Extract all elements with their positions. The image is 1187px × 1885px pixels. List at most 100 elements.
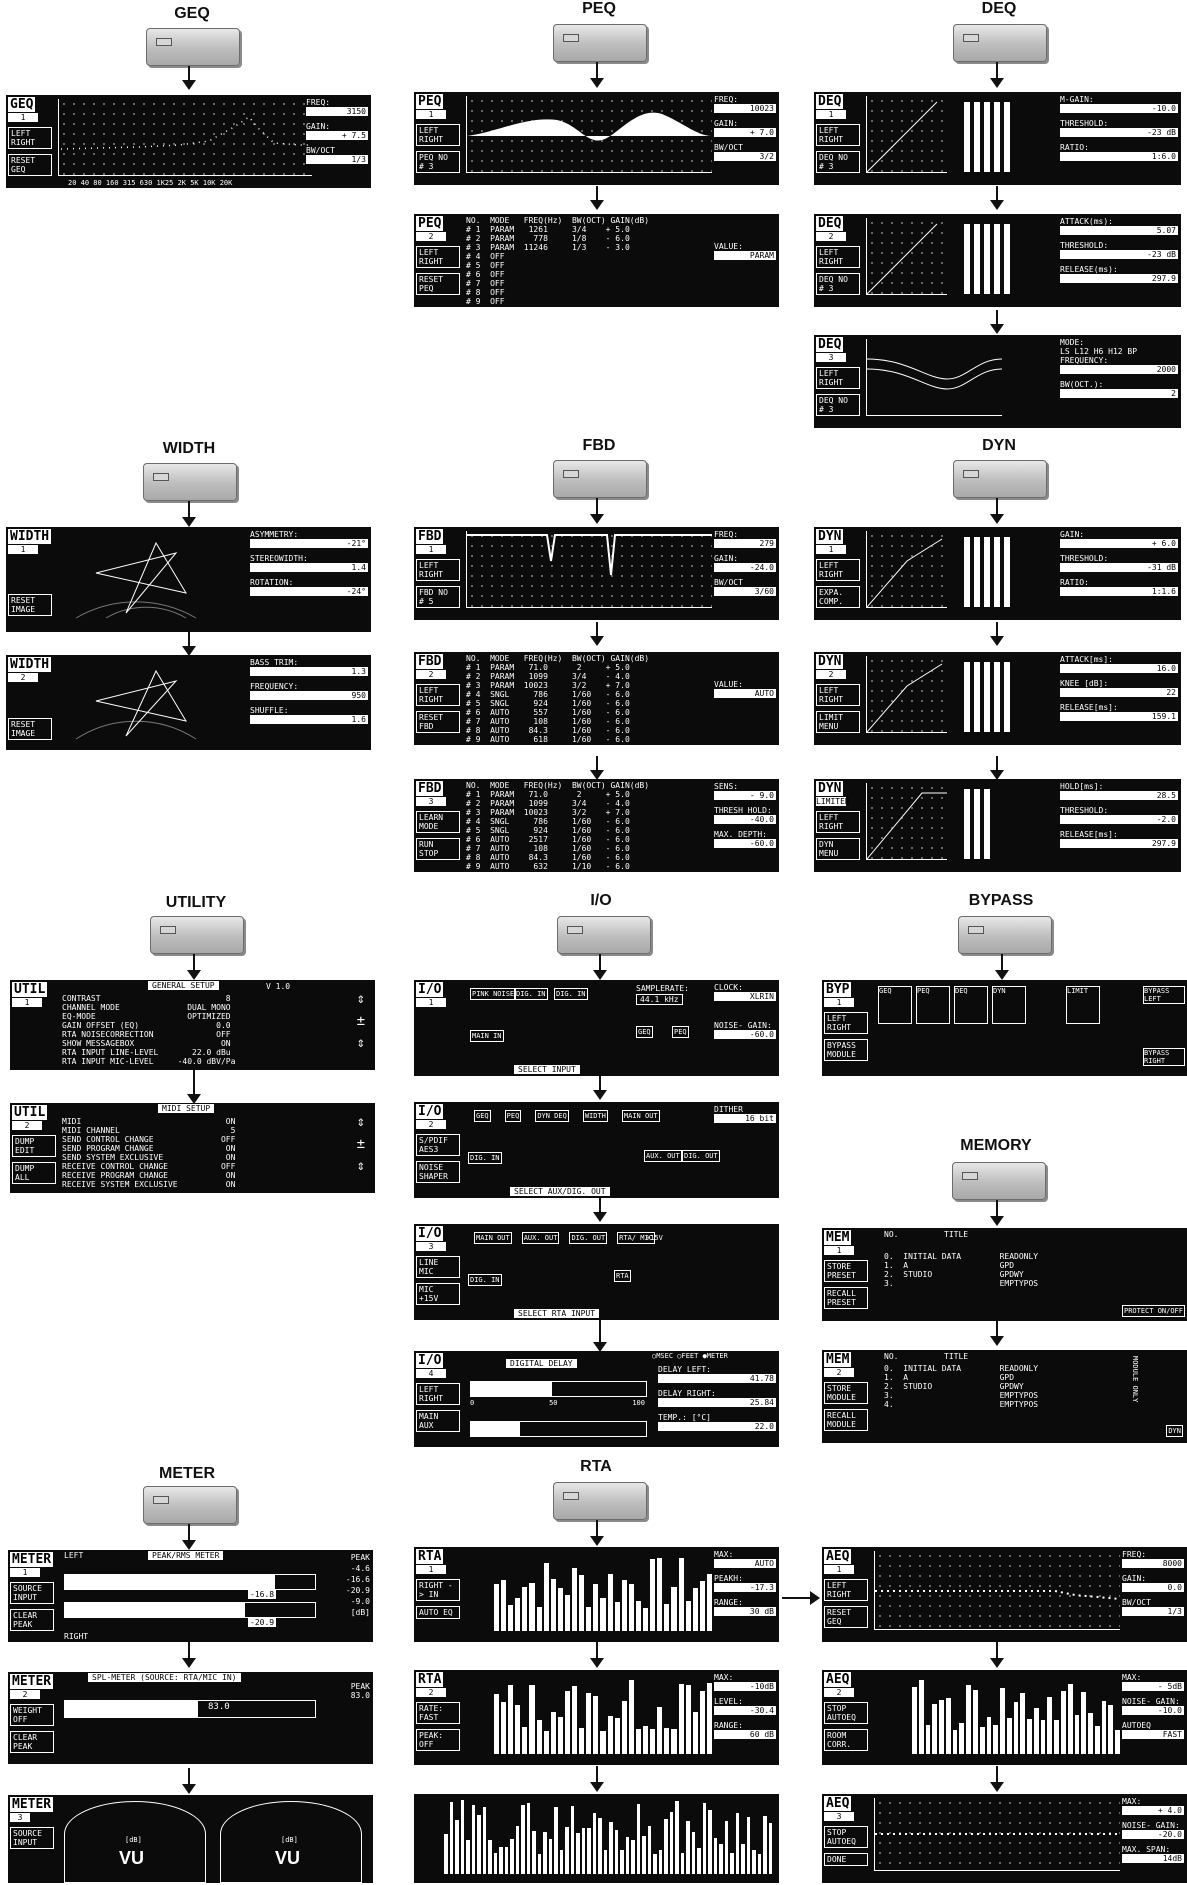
peq-module-button[interactable]	[553, 24, 647, 62]
reset-geq-key[interactable]: RESET GEQ	[8, 154, 52, 176]
dyn-module-tile[interactable]: DYN	[1166, 1425, 1183, 1437]
peq-bypass-tile[interactable]: PEQ	[916, 986, 950, 1024]
bw-value: 3/60	[714, 587, 776, 596]
dig-in-block[interactable]: DIG. IN	[468, 1274, 502, 1286]
nav-arrows-icon[interactable]: ⇕±⇕	[356, 1114, 365, 1174]
clear-peak-key[interactable]: CLEAR PEAK	[10, 1609, 54, 1631]
pink-noise-block[interactable]: PINK NOISE	[470, 988, 517, 1000]
width-module-button[interactable]	[143, 463, 237, 501]
memory-module-button[interactable]	[952, 1162, 1046, 1200]
left-right-key[interactable]: LEFT RIGHT	[416, 684, 460, 706]
unit-selector[interactable]: ○MSEC ○FEET ●METER	[652, 1352, 728, 1360]
reset-image-key[interactable]: RESET IMAGE	[8, 594, 52, 616]
left-right-key[interactable]: LEFT RIGHT	[816, 559, 860, 581]
recall-module-key[interactable]: RECALL MODULE	[824, 1409, 868, 1431]
deq-no-key[interactable]: DEQ NO # 3	[816, 394, 860, 416]
noise-shaper-key[interactable]: NOISE SHAPER	[416, 1161, 460, 1183]
recall-preset-key[interactable]: RECALL PRESET	[824, 1287, 868, 1309]
rate-key[interactable]: RATE: FAST	[416, 1702, 460, 1724]
peak-key[interactable]: PEAK: OFF	[416, 1729, 460, 1751]
main-out-block[interactable]: MAIN OUT	[474, 1232, 512, 1244]
right-in-key[interactable]: RIGHT -> IN	[416, 1579, 460, 1601]
left-right-key[interactable]: LEFT RIGHT	[416, 1383, 460, 1405]
limit-bypass-tile[interactable]: LIMIT	[1066, 986, 1100, 1024]
store-module-key[interactable]: STORE MODULE	[824, 1382, 868, 1404]
left-right-key[interactable]: LEFT RIGHT	[816, 124, 860, 146]
reset-image-key[interactable]: RESET IMAGE	[8, 718, 52, 740]
mic-15v-key[interactable]: MIC +15V	[416, 1283, 460, 1305]
dump-all-key[interactable]: DUMP ALL	[12, 1162, 56, 1184]
left-right-key[interactable]: LEFT RIGHT	[824, 1012, 868, 1034]
meter-module-button[interactable]	[143, 1486, 237, 1524]
rta-mic-block[interactable]: RTA/ MIC	[617, 1232, 655, 1244]
rta-module-button[interactable]	[553, 1482, 647, 1520]
dig-in-block[interactable]: DIG. IN	[554, 988, 588, 1000]
fbd-module-button[interactable]	[553, 460, 647, 498]
mode-options[interactable]: LS L12 H6 H12 BP	[1060, 347, 1138, 356]
dump-edit-key[interactable]: DUMP EDIT	[12, 1135, 56, 1157]
left-right-key[interactable]: LEFT RIGHT	[816, 367, 860, 389]
weight-off-key[interactable]: WEIGHT OFF	[10, 1704, 54, 1726]
line-mic-key[interactable]: LINE MIC	[416, 1256, 460, 1278]
bypass-left-key[interactable]: BYPASS LEFT	[1143, 986, 1185, 1004]
source-input-key[interactable]: SOURCE INPUT	[10, 1582, 54, 1604]
bypass-module-button[interactable]	[958, 916, 1052, 954]
main-in-block[interactable]: MAIN IN	[470, 1030, 504, 1042]
geq-bypass-tile[interactable]: GEQ	[878, 986, 912, 1024]
deq-no-key[interactable]: DEQ NO # 3	[816, 151, 860, 173]
aux-out-block[interactable]: AUX. OUT	[644, 1150, 682, 1162]
limit-menu-key[interactable]: LIMIT MENU	[816, 711, 860, 733]
spdif-aes3-key[interactable]: S/PDIF AES3	[416, 1134, 460, 1156]
dig-in-block[interactable]: DIG. IN	[468, 1152, 502, 1164]
left-right-key[interactable]: LEFT RIGHT	[824, 1579, 868, 1601]
peq-no-key[interactable]: PEQ NO # 3	[416, 151, 460, 173]
section-title-dyn: DYN	[982, 437, 1016, 454]
stop-autoeq-key[interactable]: STOP AUTOEQ	[824, 1702, 868, 1724]
main-aux-key[interactable]: MAIN AUX	[416, 1410, 460, 1432]
fbd-no-key[interactable]: FBD NO # 5	[416, 586, 460, 608]
reset-fbd-key[interactable]: RESET FBD	[416, 711, 460, 733]
reset-geq-key[interactable]: RESET GEQ	[824, 1606, 868, 1628]
done-key[interactable]: DONE	[824, 1853, 868, 1866]
geq-module-button[interactable]	[146, 28, 240, 66]
expa-comp-key[interactable]: EXPA. COMP.	[816, 586, 860, 608]
dyn-menu-key[interactable]: DYN MENU	[816, 838, 860, 860]
dyn-bypass-tile[interactable]: DYN	[992, 986, 1026, 1024]
source-input-key[interactable]: SOURCE INPUT	[10, 1827, 54, 1849]
deq-bypass-tile[interactable]: DEQ	[954, 986, 988, 1024]
left-right-key[interactable]: LEFT RIGHT	[816, 811, 860, 833]
dig-in-block[interactable]: DIG. IN	[514, 988, 548, 1000]
deq-no-key[interactable]: DEQ NO # 3	[816, 273, 860, 295]
auto-eq-key[interactable]: AUTO EQ	[416, 1606, 460, 1619]
learn-mode-key[interactable]: LEARN MODE	[416, 811, 460, 833]
spectrum-bar	[741, 1843, 745, 1874]
module-list[interactable]: 0. INITIAL DATA READONLY 1. A GPD 2. STU…	[884, 1364, 1039, 1409]
clear-peak-key[interactable]: CLEAR PEAK	[10, 1731, 54, 1753]
io-module-button[interactable]	[557, 916, 651, 954]
room-corr-key[interactable]: ROOM CORR.	[824, 1729, 868, 1751]
spectrum-bar	[548, 1838, 552, 1874]
nav-arrows-icon[interactable]: ⇕±⇕	[356, 991, 365, 1051]
left-right-key[interactable]: LEFT RIGHT	[816, 684, 860, 706]
utility-module-button[interactable]	[150, 916, 244, 954]
run-stop-key[interactable]: RUN STOP	[416, 838, 460, 860]
dyn-module-button[interactable]	[953, 460, 1047, 498]
left-right-key[interactable]: LEFT RIGHT	[416, 559, 460, 581]
left-right-key[interactable]: LEFT RIGHT	[416, 246, 460, 268]
store-preset-key[interactable]: STORE PRESET	[824, 1260, 868, 1282]
stop-autoeq-key[interactable]: STOP AUTOEQ	[824, 1826, 868, 1848]
dig-out-block[interactable]: DIG. OUT	[569, 1232, 608, 1244]
bypass-right-key[interactable]: BYPASS RIGHT	[1143, 1048, 1185, 1066]
dig-out-block[interactable]: DIG. OUT	[682, 1150, 720, 1162]
left-right-key[interactable]: LEFT RIGHT	[8, 127, 52, 149]
fbd-tag: FBD	[416, 781, 444, 796]
deq-module-button[interactable]	[953, 24, 1047, 62]
left-right-key[interactable]: LEFT RIGHT	[416, 124, 460, 146]
preset-list[interactable]: 0. INITIAL DATA READONLY 1. A GPD 2. STU…	[884, 1252, 1039, 1288]
bypass-module-key[interactable]: BYPASS MODULE	[824, 1039, 868, 1061]
left-right-key[interactable]: LEFT RIGHT	[816, 246, 860, 268]
protect-key[interactable]: PROTECT ON/OFF	[1121, 1305, 1185, 1317]
reset-peq-key[interactable]: RESET PEQ	[416, 273, 460, 295]
aux-out-block[interactable]: AUX. OUT	[521, 1232, 560, 1244]
